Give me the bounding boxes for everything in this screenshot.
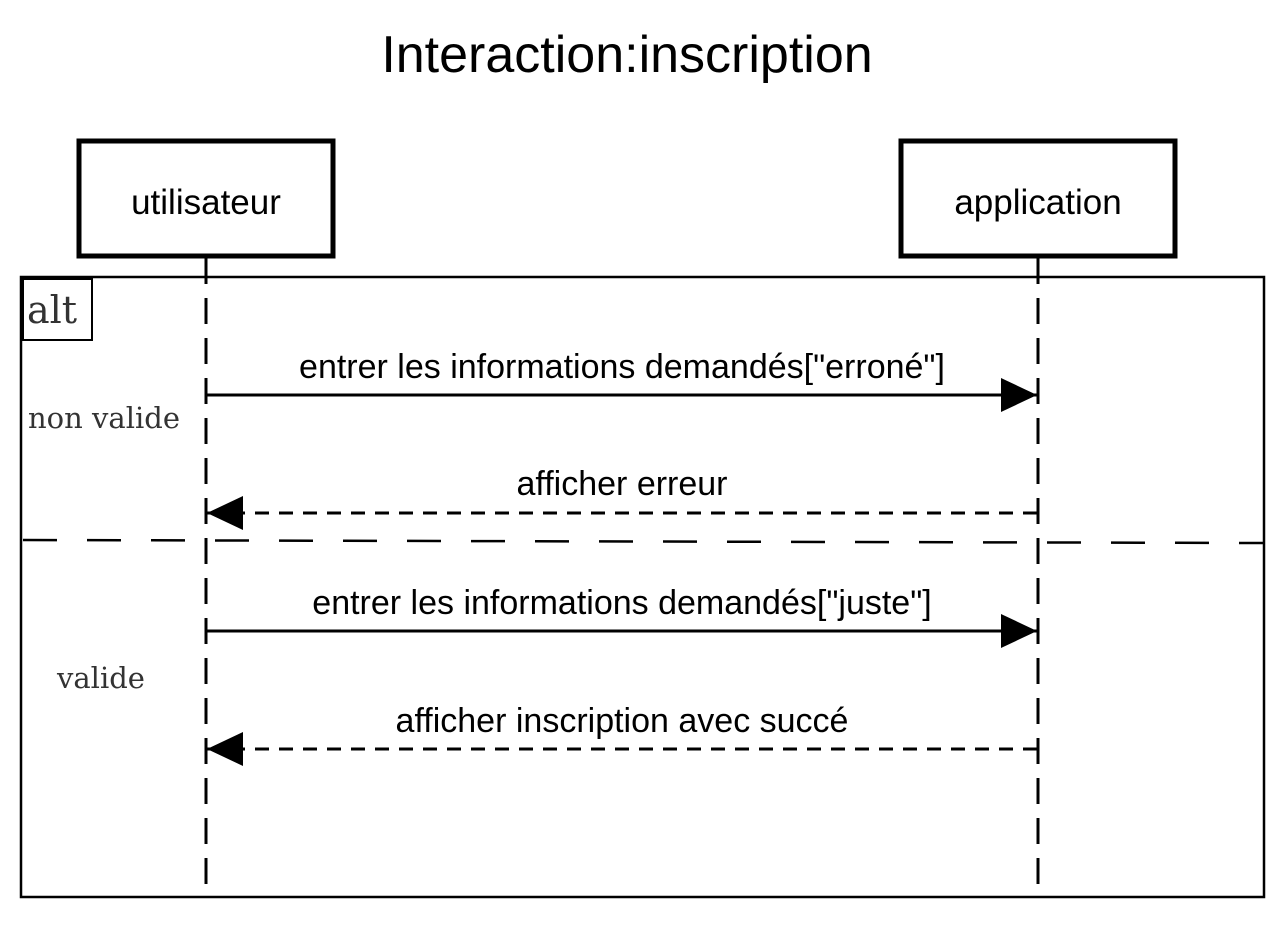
diagram-title: Interaction:inscription	[381, 26, 872, 84]
guard-valide: valide	[56, 661, 145, 695]
message-1: entrer les informations demandés["erroné…	[206, 348, 1037, 412]
message-label: afficher inscription avec succé	[396, 702, 849, 740]
participant-box	[898, 138, 1178, 259]
message-4: afficher inscription avec succé	[207, 702, 1037, 766]
guard-non-valide: non valide	[28, 401, 180, 435]
participant-box	[76, 138, 336, 259]
participant-application: application	[898, 138, 1178, 259]
participant-label: application	[954, 183, 1121, 222]
message-label: entrer les informations demandés["erroné…	[299, 348, 945, 386]
participant-label: utilisateur	[131, 183, 281, 222]
message-2: afficher erreur	[207, 465, 1037, 530]
message-3: entrer les informations demandés["juste"…	[206, 584, 1037, 648]
alt-operator-label: alt	[27, 288, 77, 332]
alt-fragment-frame	[19, 275, 1266, 899]
operand-separator	[22, 538, 1264, 545]
alt-operator-box	[22, 278, 93, 341]
participant-utilisateur: utilisateur	[76, 138, 336, 259]
message-label: entrer les informations demandés["juste"…	[312, 584, 931, 622]
message-label: afficher erreur	[516, 465, 727, 503]
